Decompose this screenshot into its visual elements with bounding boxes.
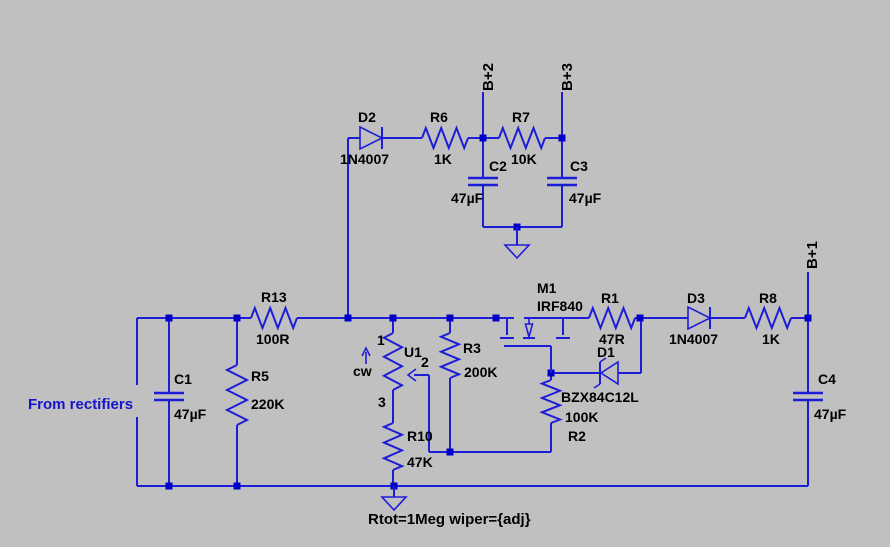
U1-pin2-label: 2 bbox=[421, 354, 429, 370]
R2-value-label: 100K bbox=[565, 409, 598, 425]
resistor-R6[interactable]: R6 1K bbox=[421, 109, 469, 167]
C1-ref-label: C1 bbox=[174, 371, 192, 387]
zener-diode-D1[interactable]: D1 BZX84C12L bbox=[561, 344, 639, 405]
R13-ref-label: R13 bbox=[261, 289, 287, 305]
resistor-R10[interactable]: R10 47K bbox=[381, 422, 433, 471]
diode-D3[interactable]: D3 1N4007 bbox=[669, 290, 718, 347]
R6-ref-label: R6 bbox=[430, 109, 448, 125]
D1-value-label: BZX84C12L bbox=[561, 389, 639, 405]
potentiometer-U1[interactable]: cw 1 U1 2 3 bbox=[353, 332, 429, 410]
cw-arrow-icon bbox=[361, 346, 371, 357]
R2-ref-label: R2 bbox=[568, 428, 586, 444]
C4-ref-label: C4 bbox=[818, 371, 836, 387]
diode-D2[interactable]: D2 1N4007 bbox=[340, 109, 389, 167]
wiper-arrow-icon bbox=[406, 368, 417, 382]
R8-ref-label: R8 bbox=[759, 290, 777, 306]
resistor-R1[interactable]: R1 47R bbox=[588, 290, 636, 347]
port-b3[interactable]: B+3 bbox=[559, 63, 576, 91]
resistor-R2[interactable]: 100K R2 bbox=[539, 379, 598, 444]
wire-net[interactable] bbox=[136, 92, 809, 487]
resistor-R7[interactable]: R7 10K bbox=[498, 109, 546, 167]
R7-value-label: 10K bbox=[511, 151, 537, 167]
resistor-R8[interactable]: R8 1K bbox=[744, 290, 792, 347]
D2-value-label: 1N4007 bbox=[340, 151, 389, 167]
R6-value-label: 1K bbox=[434, 151, 452, 167]
R8-value-label: 1K bbox=[762, 331, 780, 347]
capacitor-C2[interactable]: C2 47µF bbox=[451, 158, 507, 206]
capacitor-C1[interactable]: C1 47µF bbox=[154, 371, 207, 422]
junction-dots bbox=[165, 134, 812, 490]
mosfet-M1[interactable]: M1 IRF840 bbox=[500, 280, 583, 373]
port-b1[interactable]: B+1 bbox=[804, 241, 821, 269]
C4-value-label: 47µF bbox=[814, 406, 847, 422]
R1-value-label: 47R bbox=[599, 331, 625, 347]
R5-ref-label: R5 bbox=[251, 368, 269, 384]
D3-ref-label: D3 bbox=[687, 290, 705, 306]
C3-value-label: 47µF bbox=[569, 190, 602, 206]
R3-value-label: 200K bbox=[464, 364, 497, 380]
resistor-R3[interactable]: R3 200K bbox=[438, 332, 497, 380]
R10-value-label: 47K bbox=[407, 454, 433, 470]
M1-value-label: IRF840 bbox=[537, 298, 583, 314]
U1-pin3-label: 3 bbox=[378, 394, 386, 410]
C2-ref-label: C2 bbox=[489, 158, 507, 174]
mosfet-body-arrow-icon bbox=[524, 323, 534, 341]
R7-ref-label: R7 bbox=[512, 109, 530, 125]
port-b3-label: B+3 bbox=[559, 63, 576, 91]
M1-ref-label: M1 bbox=[537, 280, 557, 296]
port-b2[interactable]: B+2 bbox=[480, 63, 497, 91]
resistor-R5[interactable]: R5 220K bbox=[224, 364, 284, 426]
R3-ref-label: R3 bbox=[463, 340, 481, 356]
from-rectifiers-label[interactable]: From rectifiers bbox=[28, 396, 133, 413]
C1-value-label: 47µF bbox=[174, 406, 207, 422]
U1-cw-label: cw bbox=[353, 363, 372, 379]
R10-ref-label: R10 bbox=[407, 428, 433, 444]
C2-value-label: 47µF bbox=[451, 190, 484, 206]
ground-symbol-top[interactable] bbox=[503, 227, 531, 260]
D2-ref-label: D2 bbox=[358, 109, 376, 125]
pot-note-label[interactable]: Rtot=1Meg wiper={adj} bbox=[368, 511, 531, 528]
D1-ref-label: D1 bbox=[597, 344, 615, 360]
resistor-R13[interactable]: R13 100R bbox=[250, 289, 298, 347]
U1-pin1-label: 1 bbox=[377, 332, 385, 348]
R13-value-label: 100R bbox=[256, 331, 289, 347]
capacitor-C4[interactable]: C4 47µF bbox=[793, 371, 847, 422]
R5-value-label: 220K bbox=[251, 396, 284, 412]
capacitor-C3[interactable]: C3 47µF bbox=[547, 158, 602, 206]
port-b2-label: B+2 bbox=[480, 63, 497, 91]
ground-symbol-main[interactable] bbox=[380, 486, 408, 512]
R1-ref-label: R1 bbox=[601, 290, 619, 306]
U1-ref-label: U1 bbox=[404, 344, 422, 360]
port-b1-label: B+1 bbox=[804, 241, 821, 269]
C3-ref-label: C3 bbox=[570, 158, 588, 174]
D3-value-label: 1N4007 bbox=[669, 331, 718, 347]
